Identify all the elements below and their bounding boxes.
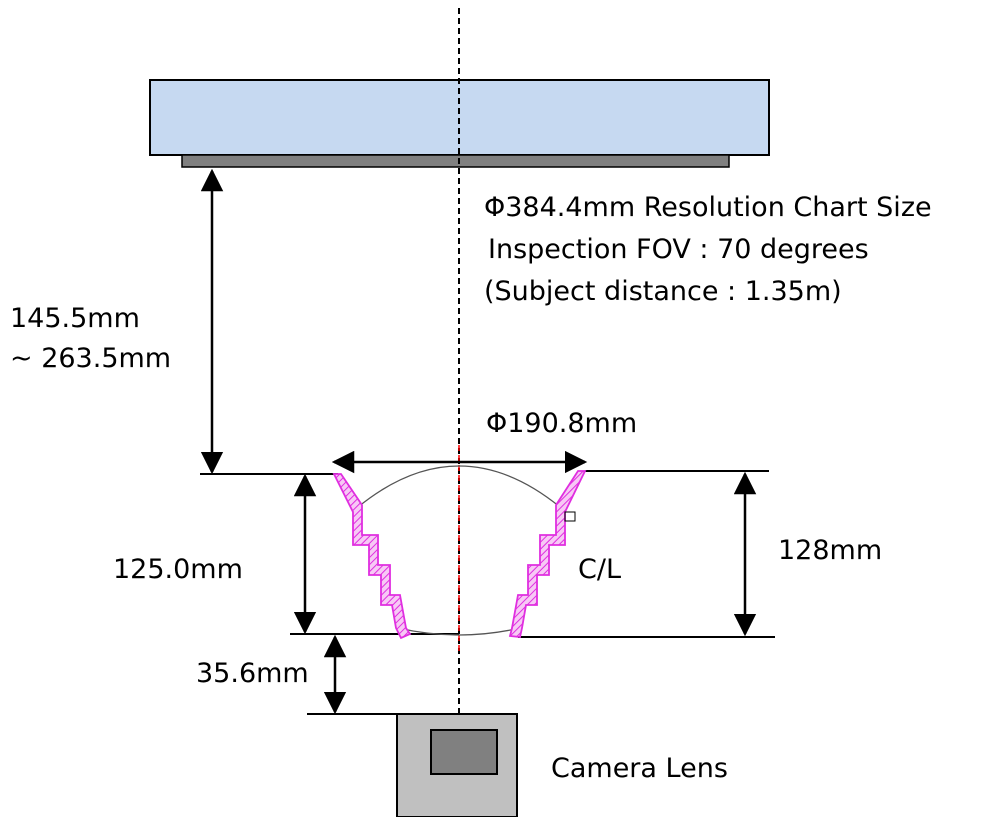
camera-label: Camera Lens	[551, 753, 728, 784]
dome-top-arc	[357, 465, 561, 508]
cl-label: C/L	[578, 554, 621, 585]
gap-label-line2: ~ 263.5mm	[10, 343, 172, 374]
diameter-label: Φ190.8mm	[486, 408, 638, 439]
gap-label-line1: 145.5mm	[10, 303, 140, 334]
resolution-chart-base	[181, 154, 730, 168]
chart-size-label: Φ384.4mm Resolution Chart Size	[484, 192, 932, 223]
right-bracket-tab	[564, 511, 576, 522]
dome-height-label: 125.0mm	[113, 554, 243, 585]
subject-distance-label: (Subject distance : 1.35m)	[484, 276, 842, 307]
left-bracket	[332, 473, 412, 640]
dome-bottom-arc	[397, 627, 521, 636]
right-bracket	[508, 470, 587, 638]
lens-gap-label: 35.6mm	[196, 658, 309, 689]
camera-lens-window	[430, 729, 498, 775]
total-height-label: 128mm	[778, 535, 883, 566]
fov-label: Inspection FOV : 70 degrees	[488, 234, 869, 265]
